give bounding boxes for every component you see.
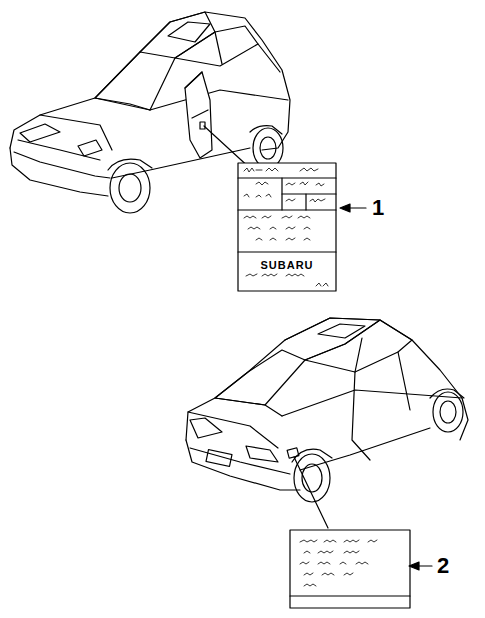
callout-arrow (409, 562, 432, 570)
callout-number: 2 (437, 555, 449, 577)
callout-arrow (340, 204, 366, 212)
vehicle-id-label (238, 163, 336, 291)
brand-name: SUBARU (260, 260, 313, 271)
callout-number: 1 (372, 197, 384, 219)
rear-car (186, 318, 468, 528)
fuel-label (290, 530, 410, 608)
